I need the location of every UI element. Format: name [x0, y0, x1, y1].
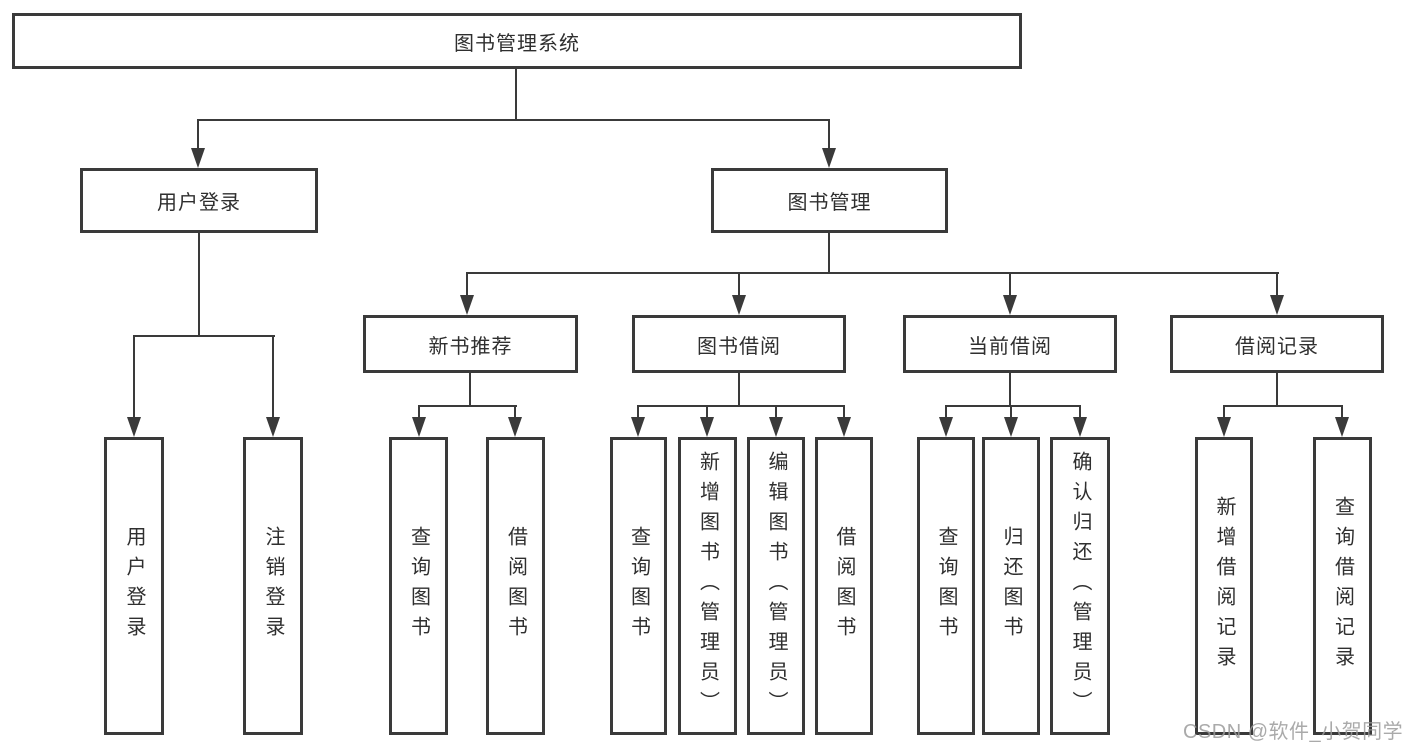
node-label: 当前借阅: [968, 335, 1052, 358]
node-label: 新书推荐: [428, 335, 513, 358]
connector-line: [738, 272, 740, 297]
arrowhead-down-icon: [700, 417, 714, 437]
connector-line: [514, 405, 516, 419]
node-label: 查询借阅记录: [1331, 496, 1354, 676]
arrowhead-down-icon: [1004, 417, 1018, 437]
connector-line: [775, 405, 777, 419]
connector-line: [637, 405, 639, 419]
connector-line: [945, 405, 1081, 407]
arrowhead-down-icon: [631, 417, 645, 437]
node-label: 用户登录: [123, 526, 145, 646]
node-root: 图书管理系统: [12, 13, 1022, 69]
connector-line: [637, 405, 845, 407]
arrowhead-down-icon: [1270, 295, 1284, 315]
node-label: 注销登录: [262, 526, 284, 646]
arrowhead-down-icon: [412, 417, 426, 437]
leaf-br-add-record: 新增借阅记录: [1195, 437, 1253, 735]
connector-line: [469, 372, 471, 407]
connector-line: [843, 405, 845, 419]
leaf-nbr-query-book: 查询图书: [389, 437, 448, 735]
arrowhead-down-icon: [822, 148, 836, 168]
arrowhead-down-icon: [1073, 417, 1087, 437]
connector-line: [1223, 405, 1225, 419]
arrowhead-down-icon: [1217, 417, 1231, 437]
node-book-mgmt-branch: 图书管理: [711, 168, 948, 233]
node-borrow-records: 借阅记录: [1170, 315, 1384, 373]
arrowhead-down-icon: [1335, 417, 1349, 437]
arrowhead-down-icon: [191, 148, 205, 168]
connector-line: [466, 272, 468, 297]
node-user-login-branch: 用户登录: [80, 168, 318, 233]
node-label: 查询图书: [627, 526, 650, 646]
node-label: 图书管理系统: [454, 32, 580, 55]
leaf-user-login: 用户登录: [104, 437, 164, 735]
connector-line: [197, 119, 199, 150]
connector-line: [1079, 405, 1081, 419]
node-label: 图书借阅: [697, 335, 781, 358]
connector-line: [1009, 372, 1011, 407]
node-label: 借阅图书: [833, 526, 855, 646]
node-label: 图书管理: [787, 192, 872, 214]
connector-line: [272, 335, 274, 418]
connector-line: [198, 232, 200, 337]
connector-line: [738, 372, 740, 407]
leaf-cb-confirm-return: 确认归还（管理员）: [1050, 437, 1110, 735]
connector-line: [706, 405, 708, 419]
node-current-borrow: 当前借阅: [903, 315, 1117, 373]
node-new-book-rec: 新书推荐: [363, 315, 578, 373]
arrowhead-down-icon: [769, 417, 783, 437]
node-label: 用户登录: [157, 192, 241, 214]
leaf-bb-query-book: 查询图书: [610, 437, 667, 735]
arrowhead-down-icon: [508, 417, 522, 437]
node-label: 归还图书: [1000, 526, 1022, 646]
node-label: 查询图书: [935, 526, 957, 646]
node-label: 新增图书（管理员）: [696, 451, 719, 721]
arrowhead-down-icon: [127, 417, 141, 437]
arrowhead-down-icon: [460, 295, 474, 315]
leaf-logout: 注销登录: [243, 437, 303, 735]
arrowhead-down-icon: [939, 417, 953, 437]
connector-line: [198, 119, 830, 121]
connector-line: [1341, 405, 1343, 419]
node-label: 借阅记录: [1235, 335, 1319, 358]
arrowhead-down-icon: [732, 295, 746, 315]
leaf-br-query-record: 查询借阅记录: [1313, 437, 1372, 735]
leaf-bb-edit-book: 编辑图书（管理员）: [747, 437, 805, 735]
connector-line: [1223, 405, 1343, 407]
node-label: 新增借阅记录: [1213, 496, 1235, 676]
leaf-bb-borrow-book: 借阅图书: [815, 437, 873, 735]
leaf-bb-add-book: 新增图书（管理员）: [678, 437, 737, 735]
node-label: 查询图书: [407, 526, 430, 646]
connector-line: [418, 405, 420, 419]
connector-line: [133, 335, 275, 337]
connector-line: [1276, 272, 1278, 297]
arrowhead-down-icon: [837, 417, 851, 437]
node-label: 确认归还（管理员）: [1069, 451, 1091, 721]
arrowhead-down-icon: [266, 417, 280, 437]
connector-line: [828, 232, 830, 274]
connector-line: [133, 335, 135, 418]
node-label: 借阅图书: [504, 526, 527, 646]
connector-line: [828, 119, 830, 150]
node-book-borrow: 图书借阅: [632, 315, 846, 373]
connector-line: [466, 272, 1279, 274]
connector-line: [945, 405, 947, 419]
connector-line: [1009, 272, 1011, 297]
leaf-cb-query-book: 查询图书: [917, 437, 975, 735]
arrowhead-down-icon: [1003, 295, 1017, 315]
connector-line: [1010, 405, 1012, 419]
connector-line: [515, 69, 517, 121]
node-label: 编辑图书（管理员）: [765, 451, 787, 721]
connector-line: [1276, 372, 1278, 407]
connector-line: [418, 405, 517, 407]
leaf-cb-return-book: 归还图书: [982, 437, 1040, 735]
leaf-nbr-borrow-book: 借阅图书: [486, 437, 545, 735]
csdn-watermark: CSDN @软件_小贺同学: [1183, 721, 1404, 743]
